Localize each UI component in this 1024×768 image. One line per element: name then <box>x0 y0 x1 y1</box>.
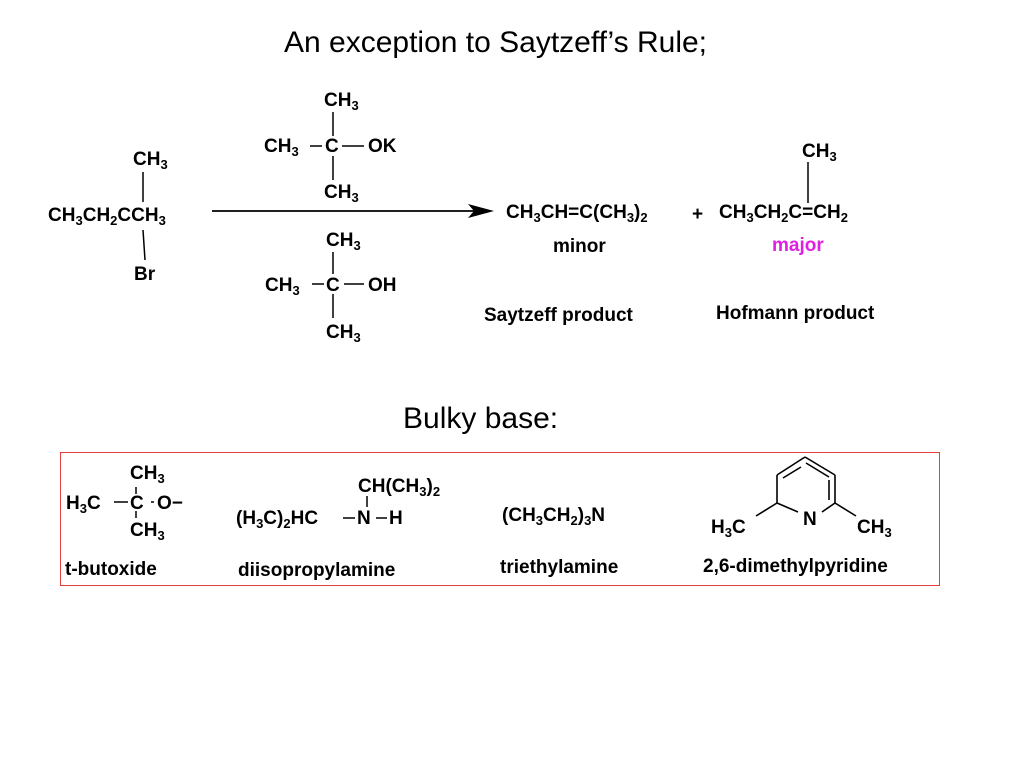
pyridine-label: 2,6-dimethylpyridine <box>703 556 888 577</box>
hofmann-methyl-top: CH3 <box>802 141 837 164</box>
tbuoh-bottom: CH3 <box>326 322 361 345</box>
bulky-base-box <box>60 452 940 586</box>
tbuok-bottom: CH3 <box>324 182 359 205</box>
tbuok-top: CH3 <box>324 90 359 113</box>
dipa-label: diisopropylamine <box>238 560 396 581</box>
tbuok-right: OK <box>368 136 397 157</box>
hofmann-product-formula: CH3CH2C=CH2 <box>719 202 848 225</box>
triethylamine-label: triethylamine <box>500 557 619 578</box>
tbuoh-right: OH <box>368 275 397 296</box>
plus-sign: + <box>692 204 704 225</box>
tbutoxide-label: t-butoxide <box>65 559 157 580</box>
tbuoh-center: C <box>326 275 340 296</box>
pyridine-methyl-left: H3C <box>711 517 746 540</box>
reaction-arrow-head <box>468 204 494 218</box>
tbuok-left: CH3 <box>264 136 299 159</box>
triethylamine-formula: (CH3CH2)3N <box>502 505 606 528</box>
hofmann-product-tag: major <box>772 235 824 256</box>
pyridine-methyl-right: CH3 <box>857 517 892 540</box>
reactant-bromine: Br <box>134 264 156 285</box>
tbutoxide-center: C <box>130 493 144 514</box>
bulky-base-heading: Bulky base: <box>403 402 559 435</box>
tbutoxide-bottom: CH3 <box>130 520 165 543</box>
saytzeff-product-formula: CH3CH=C(CH3)2 <box>506 202 648 225</box>
hofmann-product-label: Hofmann product <box>716 303 875 324</box>
dipa-left: (H3C)2HC <box>236 508 319 531</box>
tbuok-center: C <box>325 136 339 157</box>
pyridine-nitrogen: N <box>803 509 817 530</box>
tbutoxide-left: H3C <box>66 493 101 516</box>
dipa-right: H <box>389 508 403 529</box>
pyridine-ring <box>755 456 857 517</box>
saytzeff-product-tag: minor <box>553 236 606 257</box>
dipa-center: N <box>357 508 371 529</box>
page-title: An exception to Saytzeff’s Rule; <box>284 26 708 59</box>
tbutoxide-right: O− <box>157 493 183 514</box>
reactant-formula: CH3CH2CCH3 <box>48 205 166 228</box>
tbutoxide-top: CH3 <box>130 463 165 486</box>
dipa-top: CH(CH3)2 <box>358 476 441 499</box>
tbuoh-top: CH3 <box>326 230 361 253</box>
reactant-methyl-top: CH3 <box>133 149 168 172</box>
reactant-bond-bottom <box>142 229 146 261</box>
tbuoh-left: CH3 <box>265 275 300 298</box>
saytzeff-product-label: Saytzeff product <box>484 305 633 326</box>
